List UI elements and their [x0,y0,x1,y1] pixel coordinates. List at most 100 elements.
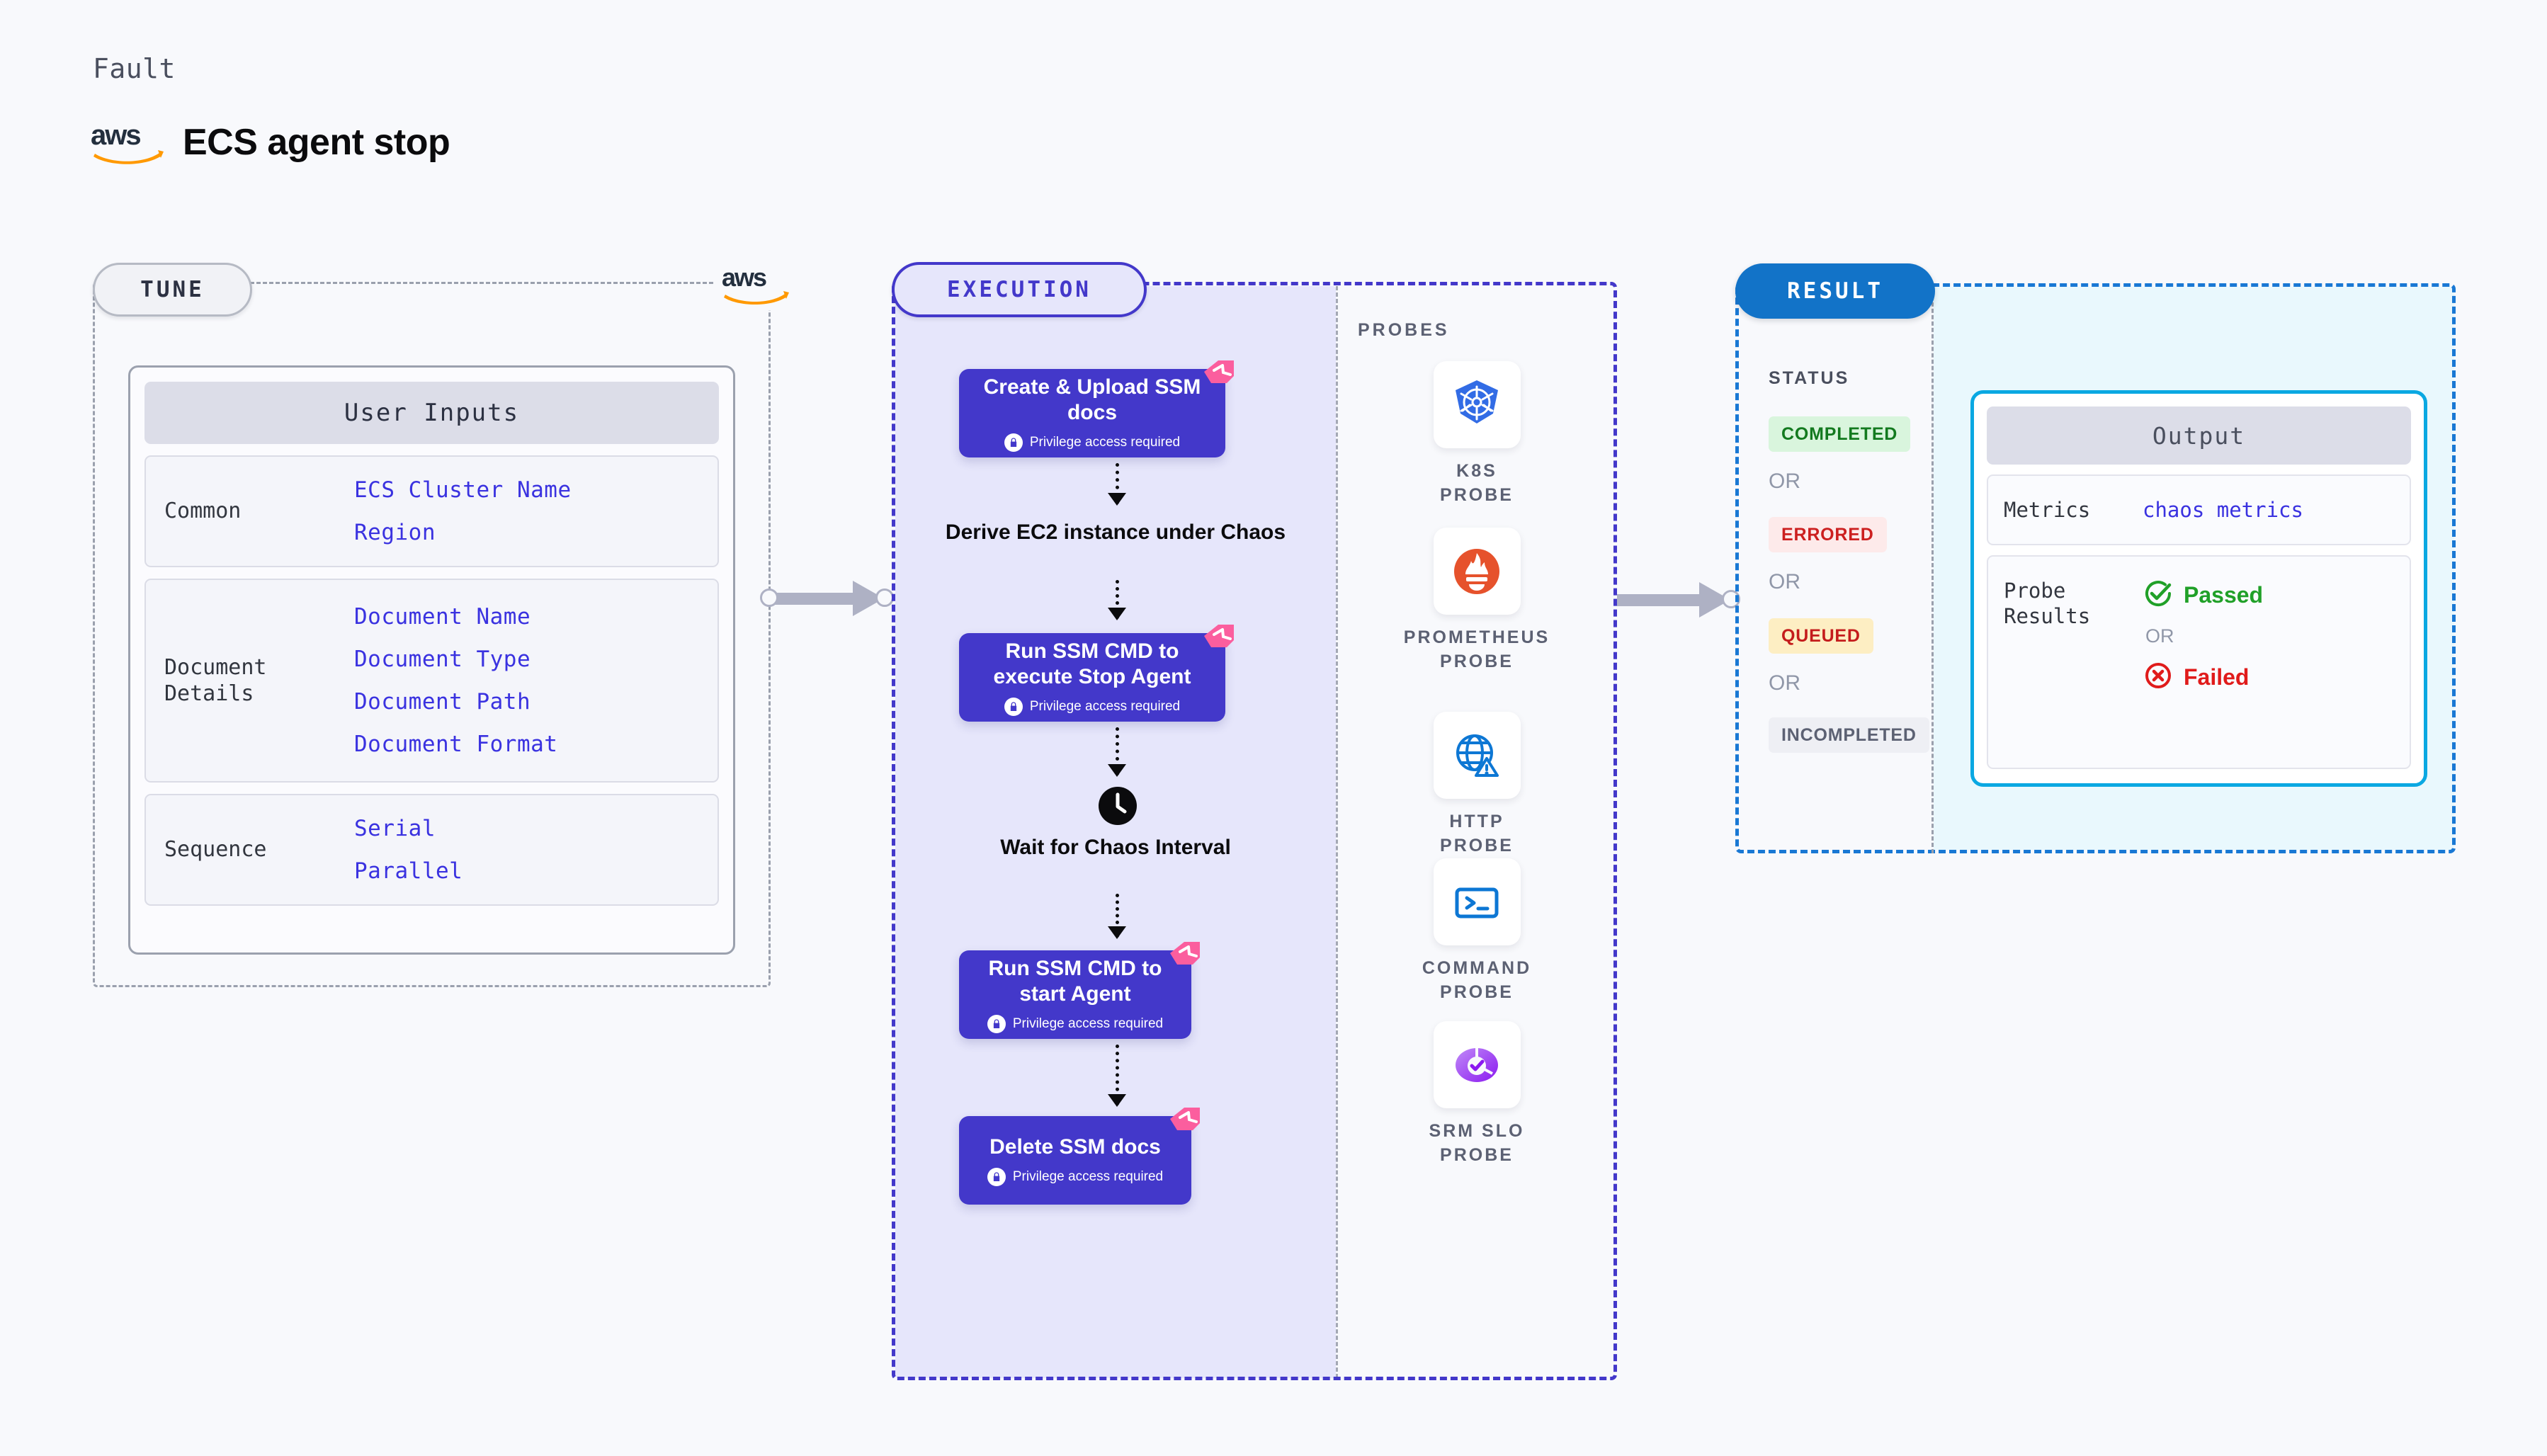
metrics-value[interactable]: chaos metrics [2143,498,2303,522]
check-circle-icon [2143,578,2174,613]
tune-value[interactable]: Parallel [354,858,463,884]
lock-icon [1004,697,1023,716]
srm-slo-icon [1433,1021,1521,1108]
tune-value[interactable]: ECS Cluster Name [354,477,572,503]
tune-value[interactable]: Document Name [354,604,531,630]
svg-text:aws: aws [91,120,140,151]
execution-node-wait-for-chaos-interval: Wait for Chaos Interval [895,835,1336,860]
status-column [1735,283,1934,853]
arrow-tune-to-execution [760,581,897,616]
status-or: OR [1769,570,1800,593]
probe-prometheus[interactable]: PROMETHEUS PROBE [1403,528,1550,674]
probe-label: K8S PROBE [1440,461,1514,505]
user-inputs-card: User Inputs Common ECS Cluster Name Regi… [128,365,735,955]
chaos-ribbon-icon [1167,1106,1201,1136]
kubernetes-icon [1433,361,1521,448]
probe-http[interactable]: HTTP PROBE [1406,712,1548,858]
execution-node-delete-ssm-docs[interactable]: Delete SSM docs Privilege access require… [959,1108,1200,1205]
lock-icon [987,1014,1006,1033]
privilege-note: Privilege access required [987,1014,1164,1033]
svg-text:aws: aws [722,265,766,292]
verdict-label: Passed [2184,582,2264,608]
result-region [1735,283,2456,853]
execution-node-derive-ec2-instance: Derive EC2 instance under Chaos [895,520,1336,545]
node-title: Delete SSM docs [989,1134,1161,1159]
result-pill[interactable]: RESULT [1735,263,1935,319]
fault-title-row: aws ECS agent stop [91,120,450,164]
chaos-ribbon-icon [1201,359,1235,389]
output-row-probe-results: Probe Results Passed OR [1987,555,2411,769]
execution-pill[interactable]: EXECUTION [892,262,1147,317]
status-badge-errored: ERRORED [1769,517,1887,552]
status-or: OR [1769,671,1800,695]
probe-results-label: Probe Results [2004,579,2091,629]
clock-icon [1099,787,1137,825]
page-title: ECS agent stop [183,122,450,163]
privilege-text: Privilege access required [1029,434,1181,450]
tune-group-label: Sequence [164,837,267,863]
privilege-text: Privilege access required [1012,1016,1164,1031]
probe-k8s[interactable]: K8S PROBE [1406,361,1548,508]
privilege-text: Privilege access required [1012,1169,1164,1185]
tune-group-label: Common [164,499,242,524]
fault-kicker: Fault [93,53,176,84]
status-badge-completed: COMPLETED [1769,416,1911,452]
lock-icon [1004,433,1023,452]
tune-pill[interactable]: TUNE [93,263,252,317]
node-title: Wait for Chaos Interval [1000,836,1231,859]
chaos-ribbon-icon [1201,623,1235,653]
status-heading: STATUS [1769,368,1850,388]
verdict-label: Failed [2184,664,2250,690]
probes-panel [1338,286,1616,1378]
terminal-icon [1433,858,1521,945]
tune-group-document-details: Document Details Document Name Document … [144,579,719,783]
probe-label: SRM SLO PROBE [1429,1121,1525,1165]
tune-region [93,282,771,987]
tune-value[interactable]: Serial [354,816,436,841]
status-badge-queued: QUEUED [1769,618,1873,654]
tune-value[interactable]: Document Path [354,689,531,715]
aws-logo-icon: aws [91,120,167,164]
tune-group-label: Document Details [164,654,267,707]
probes-heading: PROBES [1358,320,1450,340]
user-inputs-title: User Inputs [144,382,719,444]
probe-label: COMMAND PROBE [1422,958,1532,1002]
node-title: Derive EC2 instance under Chaos [945,521,1286,544]
output-row-metrics: Metrics chaos metrics [1987,474,2411,545]
privilege-note: Privilege access required [987,1168,1164,1187]
status-badge-incompleted: INCOMPLETED [1769,717,1929,753]
execution-node-create-upload-ssm-docs[interactable]: Create & Upload SSM docs Privilege acces… [959,360,1234,457]
privilege-note: Privilege access required [1004,433,1180,452]
probe-srm-slo[interactable]: SRM SLO PROBE [1406,1021,1548,1168]
privilege-note: Privilege access required [1004,697,1180,716]
execution-node-run-ssm-cmd-start-agent[interactable]: Run SSM CMD to start Agent Privilege acc… [959,942,1200,1039]
x-circle-icon [2143,660,2174,695]
node-title: Run SSM CMD to execute Stop Agent [993,639,1191,688]
lock-icon [987,1168,1006,1187]
status-or: OR [1769,470,1800,493]
verdict-failed: Failed [2143,660,2263,695]
execution-region [892,282,1617,1380]
probe-command[interactable]: COMMAND PROBE [1406,858,1548,1005]
metrics-label: Metrics [2004,497,2091,522]
tune-value[interactable]: Document Format [354,732,558,757]
probe-label: PROMETHEUS PROBE [1403,627,1550,671]
tune-group-common: Common ECS Cluster Name Region [144,455,719,567]
tune-value[interactable]: Document Type [354,647,531,672]
prometheus-icon [1433,528,1521,615]
arrow-execution-to-result [1617,582,1741,618]
status-column-divider [1931,283,1934,853]
probe-label: HTTP PROBE [1440,812,1514,855]
verdict-passed: Passed [2143,578,2263,613]
execution-probes-divider [1336,286,1338,1378]
globe-warning-icon [1433,712,1521,799]
tune-value[interactable]: Region [354,520,436,545]
tune-aws-badge: aws [715,259,799,310]
execution-node-run-ssm-cmd-stop-agent[interactable]: Run SSM CMD to execute Stop Agent Privil… [959,625,1234,722]
aws-logo-icon-small: aws [722,263,793,305]
output-title: Output [1987,406,2411,465]
chaos-ribbon-icon [1167,940,1201,970]
node-title: Create & Upload SSM docs [983,375,1201,424]
node-title: Run SSM CMD to start Agent [988,957,1162,1006]
